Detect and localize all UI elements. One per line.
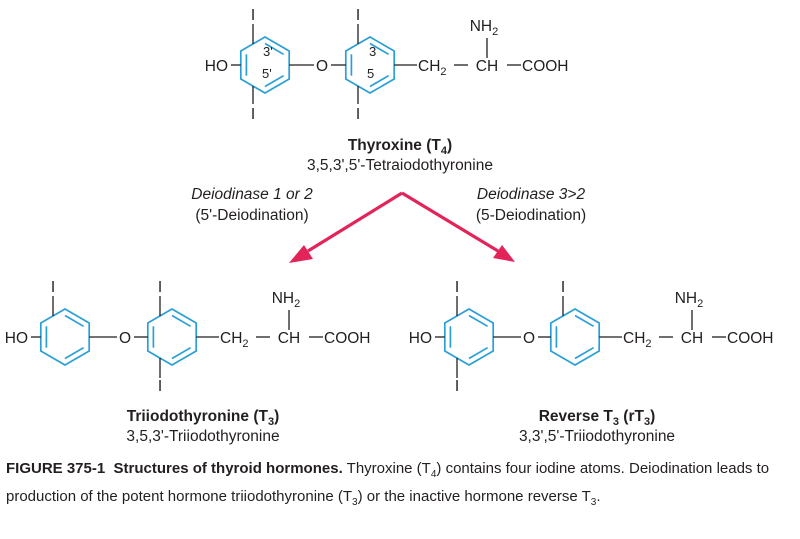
figure-title: Structures of thyroid hormones. [113,460,343,477]
rt3-hydroxyl-label: HO [409,330,432,347]
thyroid-hormone-diagram: HO O I I I I 3' 5' 3 5 NH2 CH2 CH COOH T… [5,7,774,445]
t4-name: Thyroxine (T4) [348,137,452,157]
t3-alpha-carbon: CH [278,330,300,347]
rt3-systematic-name: 3,3',5'-Triiodothyronine [519,428,675,445]
left-enzyme-label: Deiodinase 1 or 2 [191,186,313,203]
t3-methylene-group: CH2 [220,330,249,350]
rt3-iodine-3: I [561,279,565,296]
t4-iodine-3prime: I [251,7,255,24]
right-arrow-shaft [401,191,499,253]
rt3-methylene-group: CH2 [623,330,652,350]
t4-position-3: 3 [369,44,376,59]
figure-label: FIGURE 375-1 [6,460,106,477]
t4-iodine-5prime: I [251,106,255,123]
t3-iodine-3prime: I [51,279,55,296]
rt3-name: Reverse T3 (rT3) [539,408,656,428]
reverse-t3-structure: HO O I I I NH2 CH2 CH COOH Reverse T3 (r… [409,279,774,445]
t4-alpha-carbon: CH [476,58,498,75]
thyroxine-structure: HO O I I I I 3' 5' 3 5 NH2 CH2 CH COOH T… [205,7,569,174]
t3-hydroxyl-label: HO [5,330,28,347]
right-arrowhead [493,245,515,262]
t3-inner-ring [146,308,198,366]
t4-ether-oxygen-label: O [316,58,328,75]
t4-hydroxyl-label: HO [205,58,228,75]
rt3-ether-oxygen-label: O [523,330,535,347]
t4-iodine-3: I [356,7,360,24]
t3-name: Triiodothyronine (T3) [127,408,280,428]
t4-carboxyl-group: COOH [522,58,569,75]
t4-amino-group: NH2 [470,18,499,38]
t4-position-5prime: 5' [262,66,272,81]
t4-position-5: 5 [367,66,374,81]
triiodothyronine-structure: HO O I I I NH2 CH2 CH COOH Triiodothyron… [5,279,371,445]
figure-caption: FIGURE 375-1 Structures of thyroid hormo… [6,460,770,508]
rt3-amino-group: NH2 [675,290,704,310]
right-enzyme-label: Deiodinase 3>2 [477,186,586,203]
t3-ether-oxygen-label: O [119,330,131,347]
t4-methylene-group: CH2 [418,58,447,78]
t4-position-3prime: 3' [263,44,273,59]
rt3-carboxyl-group: COOH [727,330,774,347]
t3-carboxyl-group: COOH [324,330,371,347]
left-arrow-shaft [307,191,403,253]
t4-iodine-5: I [356,106,360,123]
rt3-outer-ring [443,308,495,366]
left-reaction-label: (5'-Deiodination) [195,207,308,224]
t3-iodine-5: I [158,378,162,395]
rt3-iodine-5prime: I [455,378,459,395]
rt3-inner-ring [549,308,601,366]
t3-outer-ring [39,308,91,366]
right-reaction-label: (5-Deiodination) [476,207,586,224]
t4-systematic-name: 3,5,3',5'-Tetraiodothyronine [307,157,493,174]
rt3-iodine-3prime: I [455,279,459,296]
rt3-alpha-carbon: CH [681,330,703,347]
t3-iodine-3: I [158,279,162,296]
left-arrowhead [289,245,313,263]
t3-systematic-name: 3,5,3'-Triiodothyronine [126,428,279,445]
t3-amino-group: NH2 [272,290,301,310]
deiodination-arrows: Deiodinase 1 or 2 (5'-Deiodination) Deio… [191,186,586,263]
